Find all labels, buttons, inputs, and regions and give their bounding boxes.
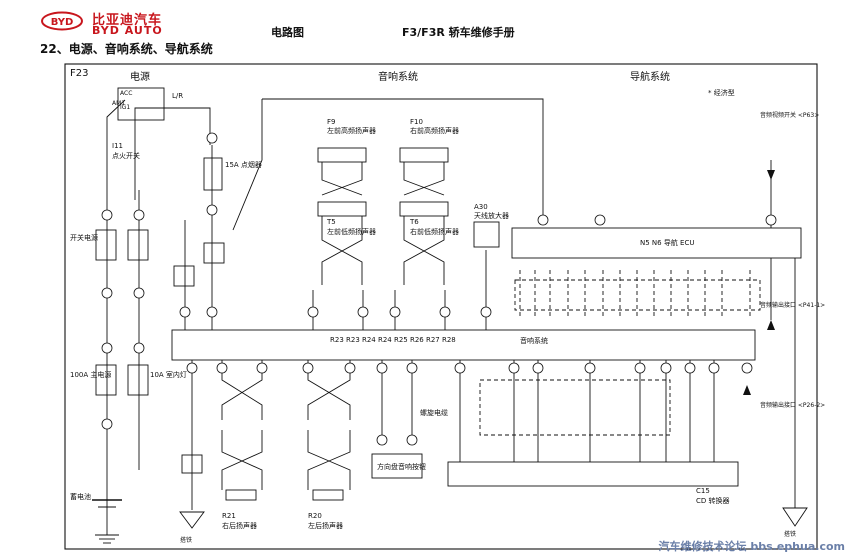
audio-connectors: R23 R23 R24 R24 R25 R26 R27 R28 (330, 336, 456, 344)
steering-buttons-box (371, 453, 423, 479)
nav-ecu-label: N5 N6 导航 ECU (640, 239, 695, 247)
ign-wire: L/R (172, 92, 184, 100)
manual-title: F3/F3R 轿车维修手册 (402, 26, 515, 39)
speaker-f10 (399, 147, 449, 163)
audio-unit-box (171, 329, 756, 361)
spiral-cable-label: 螺旋电缆 (420, 409, 448, 417)
doc-type: 电路图 (271, 26, 304, 39)
watermark: 汽车维修技术论坛 bbs.ephua.com (658, 540, 845, 553)
wire-acc (134, 107, 211, 200)
ign-code: I11 (112, 142, 123, 150)
steering-label: 方向盘音响按钮 (377, 463, 426, 471)
r21-name: 右后扬声器 (222, 522, 257, 530)
t6-name: 右前低频扬声器 (410, 228, 459, 236)
fuse-cigar-label: 15A 点烟器 (225, 161, 262, 169)
ignition-switch-lever (106, 99, 126, 190)
fuse-interior-label: 10A 室内灯 (150, 371, 187, 379)
ground-icon-right (782, 507, 808, 527)
f9-name: 左前高频扬声器 (327, 127, 376, 135)
ign-pin-am1: AM1 (112, 100, 126, 107)
cd-changer-box (447, 461, 739, 487)
page-code: F23 (70, 68, 89, 79)
t6-code: T6 (410, 218, 419, 226)
nav-ecu-box (511, 227, 802, 259)
r20-code: R20 (308, 512, 322, 520)
antenna-amp-box (473, 221, 500, 248)
f10-name: 右前高频扬声器 (410, 127, 459, 135)
speaker-f9 (317, 147, 367, 163)
arrow-down-icon (767, 170, 775, 180)
ground-label-left: 搭铁 (180, 537, 193, 544)
ign-pin-ig1: IG1 (120, 104, 131, 111)
note-label: * 经济型 (708, 89, 735, 97)
audio-unit-label: 音响系统 (520, 337, 548, 345)
ign-name: 点火开关 (112, 152, 140, 160)
diagram-frame (64, 63, 818, 550)
side-label-1: 音频视频开关 <P63> (760, 112, 820, 119)
ground-icon-left (179, 511, 205, 529)
ground-label-right: 搭铁 (784, 531, 797, 538)
fuse-room-lamp (127, 229, 149, 261)
fuse-main (95, 364, 117, 396)
brand-name-cn: 比亚迪汽车 (92, 13, 163, 28)
battery-label: 蓄电池 (70, 493, 91, 501)
area-nav: 导航系统 (630, 72, 670, 83)
area-power: 电源 (130, 72, 150, 83)
r20-name: 左后扬声器 (308, 522, 343, 530)
amp-name: 天线放大器 (474, 212, 509, 220)
side-label-3: 音频输出接口 <P26-2> (760, 402, 826, 409)
f9-code: F9 (327, 118, 336, 126)
amp-code: A30 (474, 203, 488, 211)
wire-nav-1 (262, 98, 544, 220)
r21-code: R21 (222, 512, 236, 520)
svg-text:BYD: BYD (51, 17, 74, 28)
fuse-cigar (203, 157, 223, 191)
speaker-t5 (317, 201, 367, 217)
side-label-2: 音频输出接口 <P41-1> (760, 302, 826, 309)
arrow-up-icon (767, 320, 775, 330)
fuse-interior (127, 364, 149, 396)
speaker-r21 (225, 489, 257, 501)
section-title: 22、电源、音响系统、导航系统 (40, 42, 213, 56)
t5-name: 左前低频扬声器 (327, 228, 376, 236)
speaker-r20 (312, 489, 344, 501)
fuse-switch-label: 开关电源 (70, 234, 98, 242)
f10-code: F10 (410, 118, 423, 126)
fuse-switch-power (95, 229, 117, 261)
ign-pin-acc: ACC (120, 90, 133, 97)
area-audio: 音响系统 (378, 72, 418, 83)
fuse-main-label: 100A 主电源 (70, 371, 112, 379)
speaker-t6 (399, 201, 449, 217)
cd-code: C15 (696, 487, 710, 495)
brand-name-en: BYD AUTO (92, 24, 163, 37)
cd-name: CD 转换器 (696, 497, 730, 505)
arrow-up-icon-2 (743, 385, 751, 395)
t5-code: T5 (327, 218, 336, 226)
byd-logo-icon: BYD (41, 11, 83, 31)
